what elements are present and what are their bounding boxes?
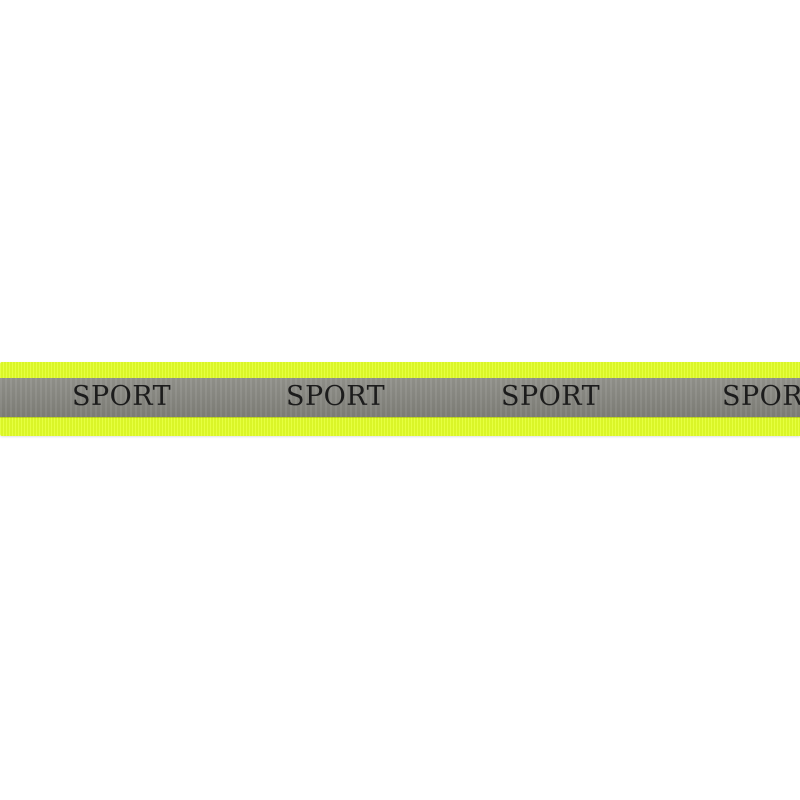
reflective-stripe [0,378,800,418]
printed-word: SPORT [72,381,172,412]
printed-word: SPORT [722,381,800,412]
ribbon-top-edge [0,362,800,379]
printed-word: SPORT [286,381,386,412]
ribbon-bottom-edge [0,417,800,436]
reflective-ribbon: SPORT SPORT SPORT SPORT [0,362,800,436]
printed-word: SPORT [501,381,601,412]
